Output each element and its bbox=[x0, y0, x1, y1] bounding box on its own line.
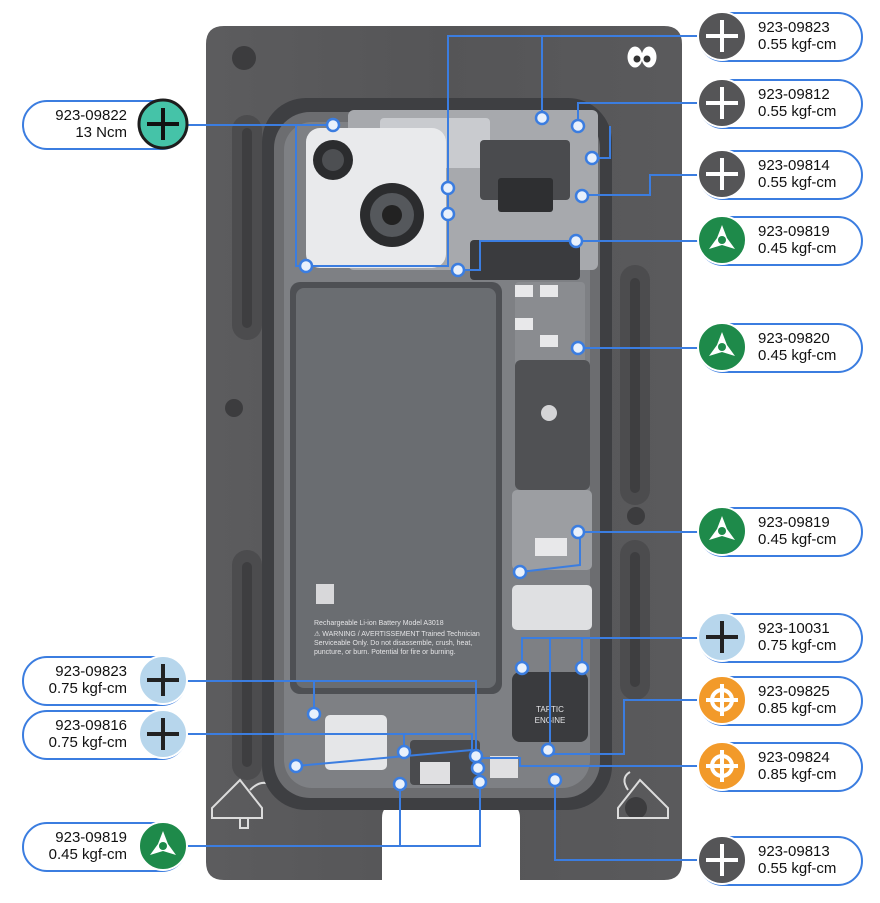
torque-spec: 0.45 kgf-cm bbox=[758, 240, 837, 257]
screw-marker bbox=[540, 742, 556, 758]
logic-board-lower: TAPTIC ENGINE bbox=[325, 490, 592, 785]
phillips-teal-icon bbox=[137, 98, 189, 150]
battery-label-line4: puncture, or burn. Potential for fire or… bbox=[314, 649, 456, 656]
screw-marker bbox=[288, 758, 304, 774]
torque-spec: 0.55 kgf-cm bbox=[758, 860, 837, 877]
battery-label-line3: Serviceable Only. Do not disassemble, cr… bbox=[314, 640, 472, 647]
torque-spec: 0.85 kgf-cm bbox=[758, 700, 837, 717]
phillips-light-icon bbox=[697, 612, 747, 662]
phillips-light-icon bbox=[138, 655, 188, 705]
battery-label-line1: Rechargeable Li-ion Battery Model A3018 bbox=[314, 620, 444, 627]
eyes-logo-icon bbox=[627, 46, 657, 68]
torque-spec: 0.55 kgf-cm bbox=[758, 36, 837, 53]
screw-marker bbox=[512, 564, 528, 580]
part-number: 923-09812 bbox=[758, 86, 830, 103]
part-number: 923-10031 bbox=[758, 620, 830, 637]
screw-marker bbox=[450, 262, 466, 278]
screw-marker bbox=[534, 110, 550, 126]
screw-marker bbox=[472, 774, 488, 790]
screw-marker bbox=[584, 150, 600, 166]
screw-marker bbox=[570, 118, 586, 134]
screw-marker bbox=[547, 772, 563, 788]
torque-spec: 0.75 kgf-cm bbox=[758, 637, 837, 654]
torque-spec: 0.45 kgf-cm bbox=[758, 531, 837, 548]
phillips-dark-icon bbox=[697, 11, 747, 61]
tri-wing-icon bbox=[697, 506, 747, 556]
part-number: 923-09816 bbox=[55, 717, 127, 734]
screw-marker bbox=[440, 206, 456, 222]
tri-wing-icon bbox=[697, 215, 747, 265]
torque-spec: 0.45 kgf-cm bbox=[48, 846, 127, 863]
torque-spec: 13 Ncm bbox=[75, 124, 127, 141]
battery: Rechargeable Li-ion Battery Model A3018 … bbox=[290, 282, 502, 694]
part-number: 923-09819 bbox=[758, 514, 830, 531]
torque-spec: 0.55 kgf-cm bbox=[758, 174, 837, 191]
torque-spec: 0.55 kgf-cm bbox=[758, 103, 837, 120]
screw-marker bbox=[570, 524, 586, 540]
phillips-dark-icon bbox=[697, 149, 747, 199]
part-number: 923-09823 bbox=[55, 663, 127, 680]
torx-orange-icon bbox=[697, 675, 747, 725]
torx-orange-icon bbox=[697, 741, 747, 791]
battery-label-line2: ⚠ WARNING / AVERTISSEMENT Trained Techni… bbox=[314, 630, 480, 638]
phillips-light-icon bbox=[138, 709, 188, 759]
tri-wing-icon bbox=[138, 821, 188, 871]
part-number: 923-09822 bbox=[55, 107, 127, 124]
screw-marker bbox=[396, 744, 412, 760]
part-number: 923-09823 bbox=[758, 19, 830, 36]
torque-spec: 0.45 kgf-cm bbox=[758, 347, 837, 364]
screw-marker bbox=[470, 760, 486, 776]
torque-spec: 0.85 kgf-cm bbox=[758, 766, 837, 783]
phillips-dark-icon bbox=[697, 78, 747, 128]
screw-marker bbox=[306, 706, 322, 722]
part-number: 923-09825 bbox=[758, 683, 830, 700]
part-number: 923-09819 bbox=[55, 829, 127, 846]
screw-marker bbox=[468, 748, 484, 764]
part-number: 923-09813 bbox=[758, 843, 830, 860]
screw-marker bbox=[514, 660, 530, 676]
screw-marker bbox=[392, 776, 408, 792]
screw-marker bbox=[570, 340, 586, 356]
screw-markers bbox=[288, 110, 600, 792]
torque-spec: 0.75 kgf-cm bbox=[48, 734, 127, 751]
screw-marker bbox=[574, 660, 590, 676]
part-number: 923-09814 bbox=[758, 157, 830, 174]
tri-wing-icon bbox=[697, 322, 747, 372]
part-number: 923-09824 bbox=[758, 749, 830, 766]
screw-marker bbox=[440, 180, 456, 196]
part-number: 923-09820 bbox=[758, 330, 830, 347]
screw-marker bbox=[298, 258, 314, 274]
camera-module bbox=[306, 128, 446, 268]
screw-marker bbox=[574, 188, 590, 204]
part-number: 923-09819 bbox=[758, 223, 830, 240]
torque-spec: 0.75 kgf-cm bbox=[48, 680, 127, 697]
phillips-dark-icon bbox=[697, 835, 747, 885]
screw-marker bbox=[325, 117, 341, 133]
screw-marker bbox=[568, 233, 584, 249]
